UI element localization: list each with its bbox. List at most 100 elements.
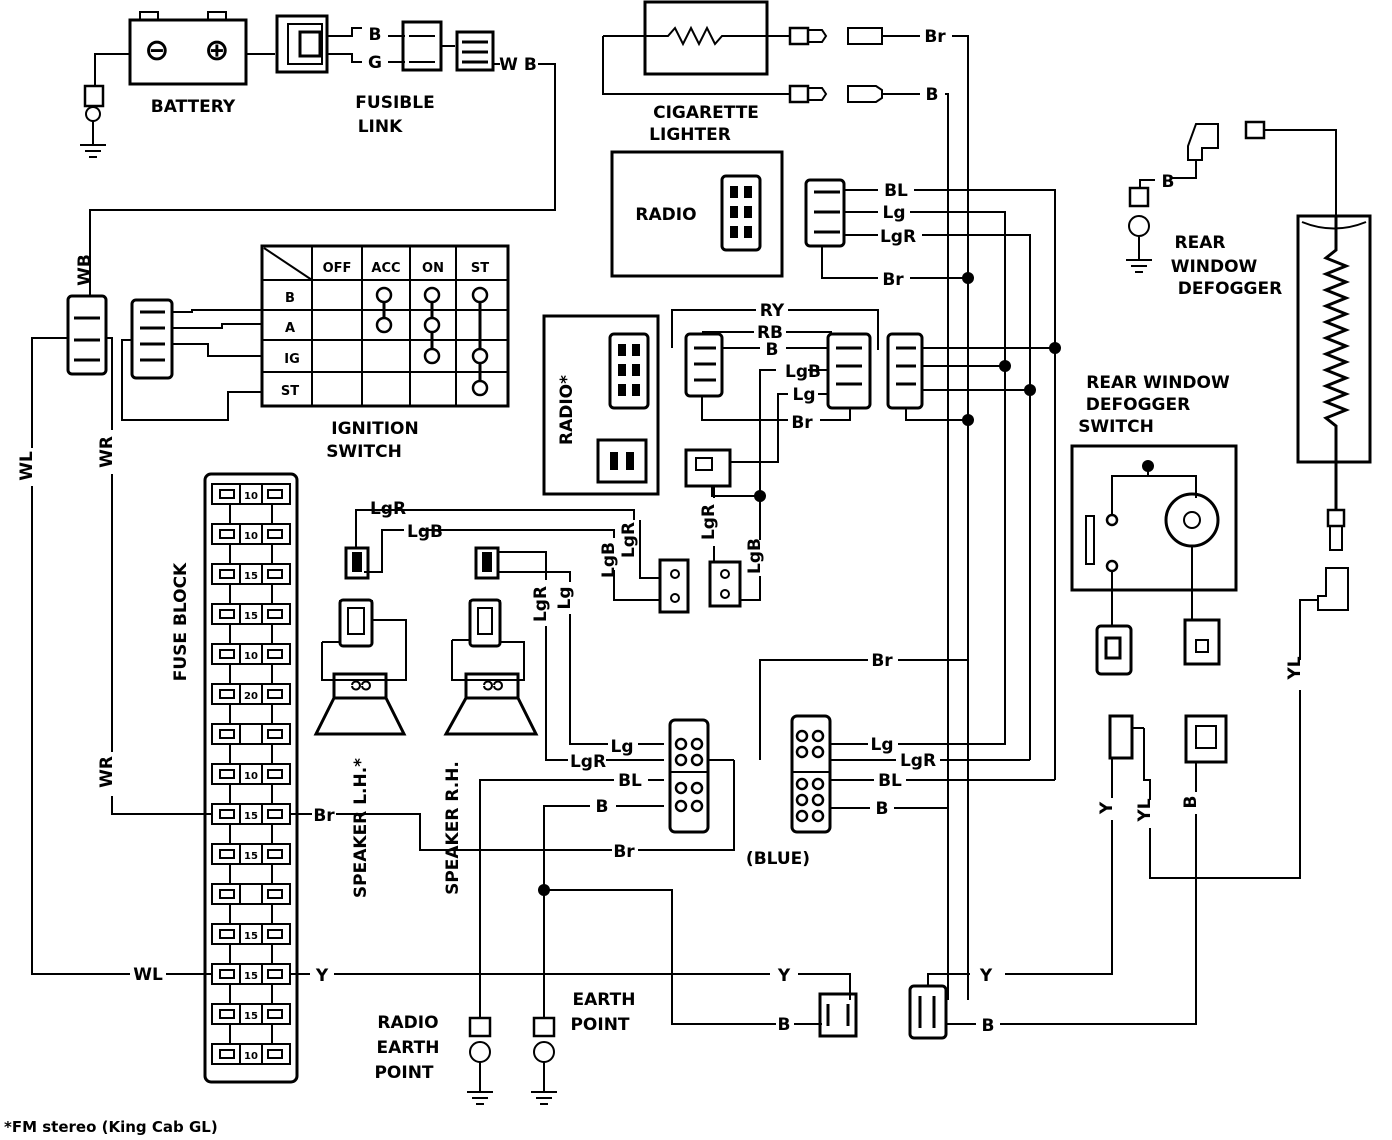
blue-connector-label: (BLUE) [746, 849, 810, 869]
wire-b-label-2: B [926, 85, 939, 105]
ignition-switch: OFF ACC ON ST B A IG ST IGNITION SWITCH [121, 244, 510, 462]
fuse [211, 723, 291, 764]
wire-rb-label: RB [757, 323, 783, 343]
fuse-rating: 10 [244, 651, 258, 662]
wire-lg-label-2: Lg [610, 737, 633, 757]
fuse-outputs: Br Br (BLUE) Y Y [290, 760, 851, 1000]
speaker-rh: LgR Lg SPEAKER R.H. [443, 546, 608, 895]
wire-lg-label-h: Lg [792, 385, 815, 405]
fuse-rating: 10 [244, 531, 258, 542]
fuse-rating: 15 [244, 851, 258, 862]
wire-bl-label-3: BL [878, 771, 902, 791]
defogger-label-2: WINDOW [1171, 257, 1258, 277]
fusible-link: B G W B FUSIBLE LINK [89, 14, 556, 250]
defog-switch-label-2: DEFOGGER [1086, 395, 1190, 415]
speaker-rh-label: SPEAKER R.H. [443, 761, 463, 895]
wire-yl-label-1: YL [1285, 656, 1305, 680]
wire-bl-label-2: BL [618, 771, 642, 791]
wire-br-label-harness: Br [791, 413, 813, 433]
ign-col-acc: ACC [371, 261, 400, 276]
wire-bl-label-1: BL [884, 181, 908, 201]
fuse: 15 [211, 803, 291, 844]
wire-lgr-label-2: LgR [570, 752, 606, 772]
wire-lgr-label-v1: LgR [699, 504, 719, 540]
wire-br-label-fuse: Br [313, 806, 335, 826]
wire-y-label-fuse: Y [315, 966, 329, 986]
wire-lgb-label-v2: LgB [599, 542, 619, 578]
ign-row-st: ST [281, 384, 299, 399]
wire-wr-label-1: WR [97, 436, 117, 468]
radio-earth-label-2: EARTH [377, 1038, 440, 1058]
wire-b-label-7: B [982, 1016, 995, 1036]
speaker-cone-icon [313, 697, 407, 736]
ign-row-ig: IG [284, 352, 300, 367]
fuse: 15 [211, 1003, 291, 1044]
wire-br-label-1: Br [924, 27, 946, 47]
fuse: 10 [211, 523, 291, 564]
battery: ⊖ ⊕ BATTERY [80, 11, 248, 158]
wire-lgb-label-v1: LgB [745, 538, 765, 574]
defog-switch-label-1: REAR WINDOW [1086, 373, 1230, 393]
footnote: *FM stereo (King Cab GL) [4, 1118, 218, 1136]
fuse: 15 [211, 923, 291, 964]
wire-b-label-5: B [876, 799, 889, 819]
wire-lg-label-3: Lg [870, 735, 893, 755]
radio-harness-connector: BL Lg LgR Br [804, 178, 1056, 780]
wire-lgr-label-spk: LgR [370, 499, 406, 519]
cigarette-lighter-label-2: LIGHTER [649, 125, 731, 145]
fusible-link-label-1: FUSIBLE [355, 93, 434, 113]
cigarette-lighter: Br B CIGARETTE LIGHTER [602, 0, 969, 1000]
wire-wb-label-v: WB [75, 254, 95, 286]
wire-y-label-3: Y [979, 966, 993, 986]
rear-window-defogger: B REAR WINDOW DEFOGGER YL [1126, 120, 1372, 879]
ignition-label-2: SWITCH [326, 442, 402, 462]
fuse-rating: 15 [244, 811, 258, 822]
wire-lgr-label-1: LgR [880, 227, 916, 247]
fuse-rating: 15 [244, 611, 258, 622]
wire-lg-label-1: Lg [882, 203, 905, 223]
fuse-rating: 15 [244, 971, 258, 982]
fuse-rating: 10 [244, 771, 258, 782]
wire-lgr-label-v3: LgR [531, 586, 551, 622]
defogger-label-1: REAR [1175, 233, 1226, 253]
fuse: 10 [211, 1043, 291, 1065]
indicator-lamp-icon [1164, 492, 1220, 548]
fuse: 15 [211, 963, 291, 1004]
fuse: 10 [211, 763, 291, 804]
radio-star-label: RADIO* [557, 375, 577, 445]
wire-g-label: G [368, 53, 382, 73]
wire-b-label: B [369, 25, 382, 45]
heating-grid-icon [1321, 216, 1351, 510]
ign-row-b: B [285, 291, 295, 306]
wire-y-label-2: Y [777, 966, 791, 986]
fuse: 10 [211, 643, 291, 684]
speaker-lh: LgR LgB SPEAKER L.H.* [313, 499, 443, 898]
ground-icon [80, 121, 106, 158]
ign-col-on: ON [422, 261, 444, 276]
wire-yl-label-2: YL [1135, 798, 1155, 822]
wire-ry-label: RY [760, 301, 785, 321]
wire-wr-label-2: WR [97, 756, 117, 788]
fuse [211, 883, 291, 924]
battery-plus-icon: ⊕ [204, 33, 229, 68]
speaker-lh-label: SPEAKER L.H.* [351, 758, 371, 898]
wire-br-label-4: Br [871, 651, 893, 671]
speaker-connector: Lg LgR BL B [479, 718, 734, 890]
ignition-label-1: IGNITION [331, 419, 418, 439]
ground-icon [531, 1062, 557, 1105]
fuse-rating: 15 [244, 571, 258, 582]
ground-icon [1126, 236, 1152, 273]
earth-point-label-2: POINT [570, 1015, 629, 1035]
wire-b-label-3: B [1181, 796, 1201, 809]
fusible-link-label-2: LINK [358, 117, 403, 137]
battery-minus-icon: ⊖ [144, 33, 169, 68]
fuse-rating: 15 [244, 1011, 258, 1022]
radio-label: RADIO [635, 205, 696, 225]
radio-earth-label-1: RADIO [377, 1013, 438, 1033]
radio-unit: RADIO [610, 150, 784, 278]
bottom-right-connector: Y B [908, 966, 995, 1040]
wire-b-label-defog: B [1162, 172, 1175, 192]
